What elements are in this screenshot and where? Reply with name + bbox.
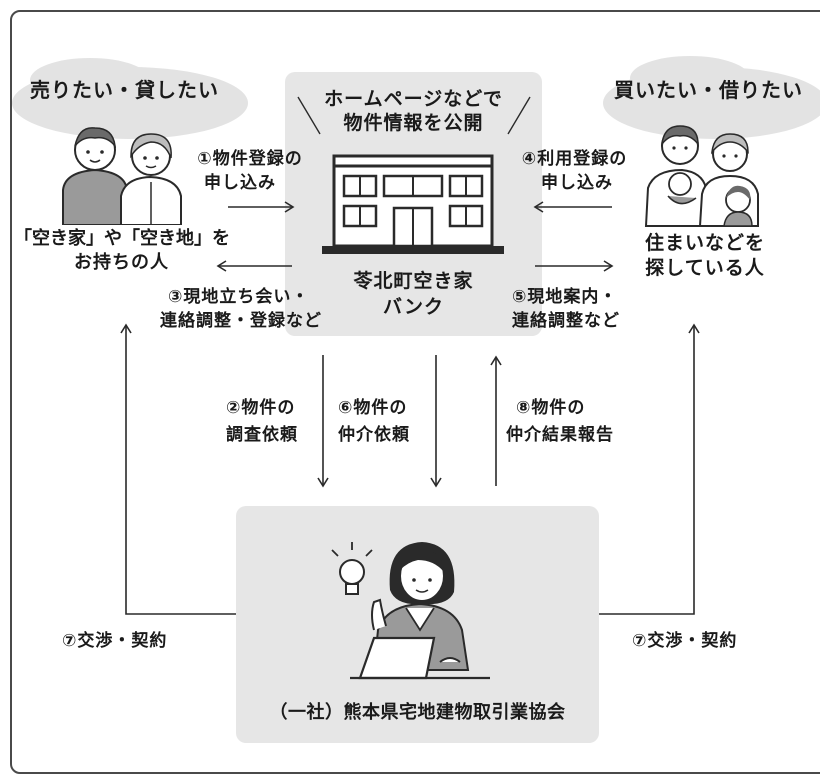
step2-line2: 調査依頼 [226, 425, 298, 445]
seller-cloud-bump [30, 58, 150, 102]
banner-slash-right [507, 96, 531, 135]
bank-banner-line1: ホームページなどで [324, 88, 503, 110]
step2-line1: ②物件の [226, 398, 296, 418]
step1-line2: 申し込み [204, 173, 276, 193]
step6-line1: ⑥物件の [338, 398, 408, 418]
buyer-desc-line2: 探している人 [645, 257, 765, 279]
arrow-layer [120, 96, 700, 615]
building-icon [322, 154, 504, 254]
seller-couple-icon [62, 127, 182, 225]
step7-left: ⑦交渉・契約 [62, 631, 168, 651]
step6-line2: 仲介依頼 [338, 425, 410, 445]
buyer-desc-line1: 住まいなどを [644, 232, 765, 254]
step8-line2: 仲介結果報告 [506, 425, 614, 445]
arrow-step7-right [599, 323, 700, 615]
cloud-layer [12, 56, 820, 139]
buyer-heading: 買いたい・借りたい [614, 78, 803, 102]
step3-line1: ③現地立ち会い・ [168, 287, 310, 307]
step3-line2: 連絡調整・登録など [160, 311, 322, 331]
lightbulb-icon [331, 542, 373, 595]
seller-heading: 売りたい・貸したい [30, 78, 219, 102]
bank-name-line1: 苓北町空き家 [353, 270, 474, 292]
bank-name-line2: バンク [383, 296, 444, 318]
step5-line1: ⑤現地案内・ [512, 287, 618, 307]
step1-line1: ①物件登録の [197, 149, 303, 169]
seller-desc-line2: お持ちの人 [74, 252, 169, 273]
buyer-family-icon [644, 125, 759, 227]
arrow-step7-left [120, 323, 236, 615]
banner-slash-left [297, 96, 321, 135]
step8-line1: ⑧物件の [516, 398, 586, 418]
seller-desc-line1: 「空き家」や「空き地」を [14, 228, 230, 249]
bank-banner-line2: 物件情報を公開 [343, 112, 484, 134]
staff-icon [331, 542, 490, 680]
association-name: （一社）熊本県宅地建物取引業協会 [269, 702, 566, 723]
step5-line2: 連絡調整など [512, 311, 620, 331]
step7-right: ⑦交渉・契約 [632, 631, 738, 651]
buyer-cloud-bump [630, 56, 750, 100]
step4-line2: 申し込み [541, 173, 613, 193]
step4-line1: ④利用登録の [521, 149, 628, 169]
